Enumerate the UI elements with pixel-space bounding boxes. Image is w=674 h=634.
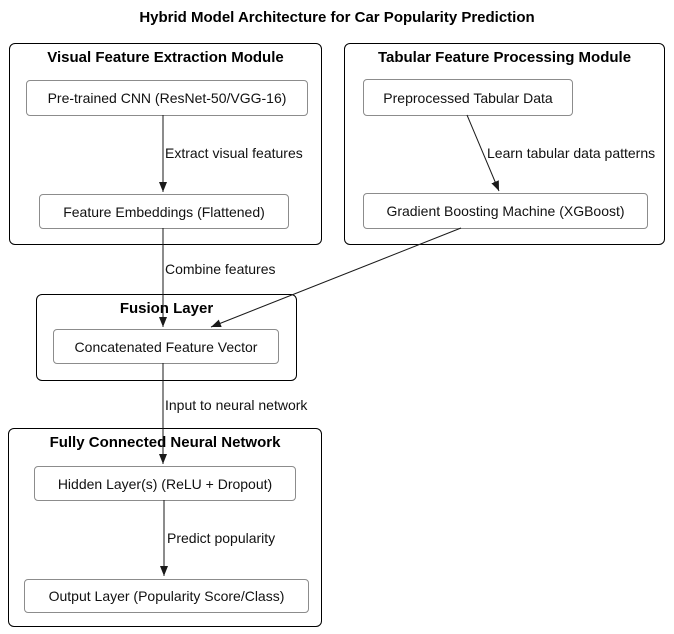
edge-label-combine-features: Combine features [165,261,276,277]
cluster-fusion-layer: Fusion Layer Concatenated Feature Vector [36,294,297,381]
edge-label-extract-visual-features: Extract visual features [165,145,303,161]
node-pretrained-cnn: Pre-trained CNN (ResNet-50/VGG-16) [26,80,308,116]
edge-label-predict-popularity: Predict popularity [167,530,276,546]
node-concatenated-feature-vector: Concatenated Feature Vector [53,329,279,364]
cluster-visual-feature-extraction: Visual Feature Extraction Module Pre-tra… [9,43,322,245]
diagram-title: Hybrid Model Architecture for Car Popula… [139,9,535,26]
node-output-layer: Output Layer (Popularity Score/Class) [24,579,309,613]
cluster-fusion-title: Fusion Layer [119,300,214,317]
node-hidden-layers: Hidden Layer(s) (ReLU + Dropout) [34,466,296,501]
cluster-tabular-title: Tabular Feature Processing Module [377,49,632,66]
cluster-visual-title: Visual Feature Extraction Module [47,49,284,66]
cluster-tabular-feature-processing: Tabular Feature Processing Module Prepro… [344,43,665,245]
edge-label-input-to-neural-network: Input to neural network [165,397,308,413]
node-feature-embeddings: Feature Embeddings (Flattened) [39,194,289,229]
cluster-fully-connected-nn: Fully Connected Neural Network Hidden La… [8,428,322,627]
node-gradient-boosting-machine: Gradient Boosting Machine (XGBoost) [363,193,648,229]
node-preprocessed-tabular-data: Preprocessed Tabular Data [363,79,573,116]
edge-label-learn-tabular-patterns: Learn tabular data patterns [487,145,656,161]
cluster-fcnn-title: Fully Connected Neural Network [49,434,281,451]
